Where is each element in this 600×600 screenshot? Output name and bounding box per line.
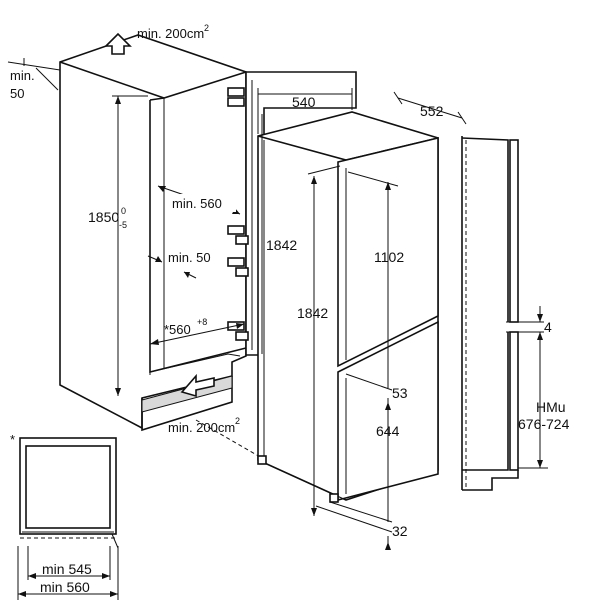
- dim-height-1850: [112, 95, 148, 396]
- height-1842-a: 1842: [266, 237, 297, 253]
- hinge-middle-1: [227, 225, 249, 245]
- min50-top-a: min.: [10, 68, 35, 83]
- plan-min560: min 560: [40, 579, 90, 595]
- depth-540: 540: [292, 94, 316, 110]
- min50-top-b: 50: [10, 86, 24, 101]
- arrow-diagonal-icon: [180, 373, 215, 398]
- gap-53: 53: [392, 385, 408, 401]
- hmu-range: 676-724: [518, 416, 570, 432]
- gap-32: 32: [392, 523, 408, 539]
- dim-1102: [347, 171, 399, 388]
- height-1850: 1850: [88, 209, 119, 225]
- width560-tol: +8: [197, 317, 207, 327]
- height-tol-plus: 0: [121, 206, 126, 216]
- min560-label: min. 560: [172, 196, 222, 211]
- height-tol-minus: -5: [119, 220, 127, 230]
- door-section: [461, 136, 544, 491]
- depth-552: 552: [420, 103, 444, 119]
- asterisk-mark: *: [10, 432, 15, 447]
- width560-label: *560: [164, 322, 191, 337]
- vent-bottom-label: min. 200cm: [168, 420, 235, 435]
- height-1842-b: 1842: [297, 305, 328, 321]
- dim-hmu: [518, 336, 548, 469]
- appliance: [257, 111, 439, 503]
- arrow-up-icon: [104, 32, 132, 55]
- gap-4: 4: [544, 319, 552, 335]
- vent-top-label: min. 200cm: [137, 26, 204, 41]
- hinge-top: [227, 87, 245, 107]
- min50-mid-label: min. 50: [168, 250, 211, 265]
- plan-min545: min 545: [42, 561, 92, 577]
- dim-540: [257, 88, 353, 134]
- height-644: 644: [376, 423, 400, 439]
- vent-bottom-sup: 2: [235, 416, 240, 426]
- height-1102: 1102: [374, 249, 404, 265]
- vent-top-sup: 2: [204, 23, 209, 33]
- hinge-middle-2: [227, 257, 249, 277]
- plan-view: *: [10, 432, 119, 600]
- niche-cabinet: [59, 34, 357, 432]
- dim-644: [385, 402, 391, 522]
- hmu-label: HMu: [536, 399, 566, 415]
- dim-552: [393, 91, 467, 125]
- dim-1842-b: [307, 165, 341, 516]
- min50-dim-line: [7, 61, 61, 71]
